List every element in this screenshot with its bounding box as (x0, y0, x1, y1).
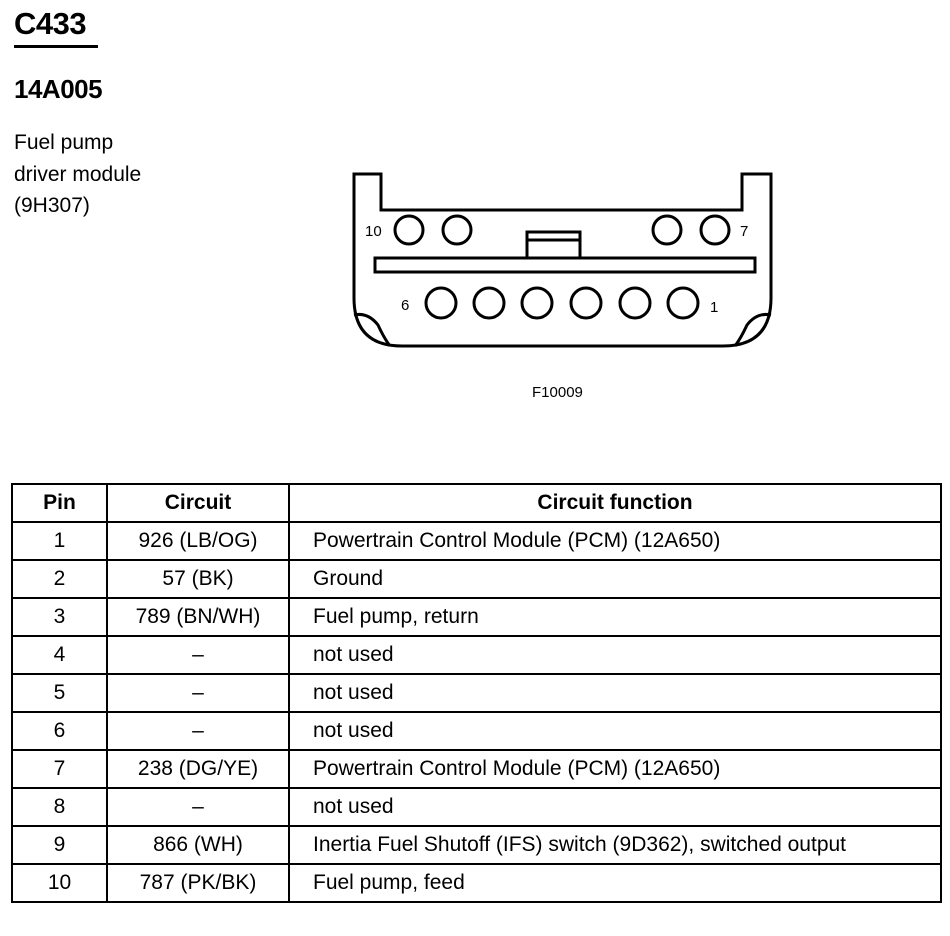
header-circuit: Circuit (106, 483, 290, 523)
pin-1 (666, 286, 700, 320)
pin-label-10: 10 (365, 223, 382, 240)
table-row: 9 866 (WH) Inertia Fuel Shutoff (IFS) sw… (11, 825, 942, 865)
connector-id-underline (14, 45, 98, 48)
table-row: 5 – not used (11, 673, 942, 713)
cell-pin: 7 (11, 749, 108, 789)
figure-id: F10009 (532, 384, 583, 401)
cell-pin: 6 (11, 711, 108, 751)
header-circuit-function: Circuit function (288, 483, 942, 523)
part-number: 14A005 (14, 74, 103, 104)
pin-7 (699, 214, 731, 246)
cell-function: not used (288, 787, 942, 827)
cell-pin: 10 (11, 863, 108, 903)
table-row: 7 238 (DG/YE) Powertrain Control Module … (11, 749, 942, 789)
cell-pin: 9 (11, 825, 108, 865)
cell-circuit: 789 (BN/WH) (106, 597, 290, 637)
pinout-table: Pin Circuit Circuit function 1 926 (LB/O… (11, 483, 942, 903)
pin-6 (424, 286, 458, 320)
table-row: 1 926 (LB/OG) Powertrain Control Module … (11, 521, 942, 561)
cell-function: Ground (288, 559, 942, 599)
cell-function: not used (288, 673, 942, 713)
table-row: 2 57 (BK) Ground (11, 559, 942, 599)
table-row: 3 789 (BN/WH) Fuel pump, return (11, 597, 942, 637)
cell-function: not used (288, 711, 942, 751)
separator-bar (373, 256, 757, 274)
cell-function: Powertrain Control Module (PCM) (12A650) (288, 521, 942, 561)
component-description: Fuel pump driver module (9H307) (14, 131, 142, 217)
cell-function: not used (288, 635, 942, 675)
connector-housing (352, 172, 773, 348)
cell-circuit: – (106, 787, 290, 827)
pin-8 (651, 214, 683, 246)
cell-function: Powertrain Control Module (PCM) (12A650) (288, 749, 942, 789)
pin-2 (618, 286, 652, 320)
table-row: 10 787 (PK/BK) Fuel pump, feed (11, 863, 942, 903)
pin-label-1: 1 (710, 299, 718, 316)
pin-4 (520, 286, 554, 320)
cell-circuit: 866 (WH) (106, 825, 290, 865)
cell-function: Inertia Fuel Shutoff (IFS) switch (9D362… (288, 825, 942, 865)
cell-circuit: 926 (LB/OG) (106, 521, 290, 561)
cell-function: Fuel pump, return (288, 597, 942, 637)
pin-5 (472, 286, 506, 320)
pin-10 (393, 214, 425, 246)
pin-9 (441, 214, 473, 246)
cell-circuit: – (106, 711, 290, 751)
cell-pin: 3 (11, 597, 108, 637)
table-row: 4 – not used (11, 635, 942, 675)
connector-face-diagram: 10 7 6 1 (352, 172, 773, 348)
cell-pin: 5 (11, 673, 108, 713)
table-row: 8 – not used (11, 787, 942, 827)
cell-circuit: 787 (PK/BK) (106, 863, 290, 903)
table-header-row: Pin Circuit Circuit function (11, 483, 942, 523)
pin-label-7: 7 (740, 223, 748, 240)
cell-pin: 4 (11, 635, 108, 675)
cell-circuit: – (106, 635, 290, 675)
cell-circuit: 238 (DG/YE) (106, 749, 290, 789)
cell-pin: 2 (11, 559, 108, 599)
table-row: 6 – not used (11, 711, 942, 751)
cell-function: Fuel pump, feed (288, 863, 942, 903)
cell-circuit: – (106, 673, 290, 713)
polarizing-key (525, 230, 582, 260)
pin-label-6: 6 (401, 297, 409, 314)
cell-circuit: 57 (BK) (106, 559, 290, 599)
header-pin: Pin (11, 483, 108, 523)
cell-pin: 8 (11, 787, 108, 827)
latch-right (733, 313, 772, 347)
pin-3 (569, 286, 603, 320)
connector-id: C433 (14, 6, 87, 41)
cell-pin: 1 (11, 521, 108, 561)
latch-left (353, 313, 392, 347)
